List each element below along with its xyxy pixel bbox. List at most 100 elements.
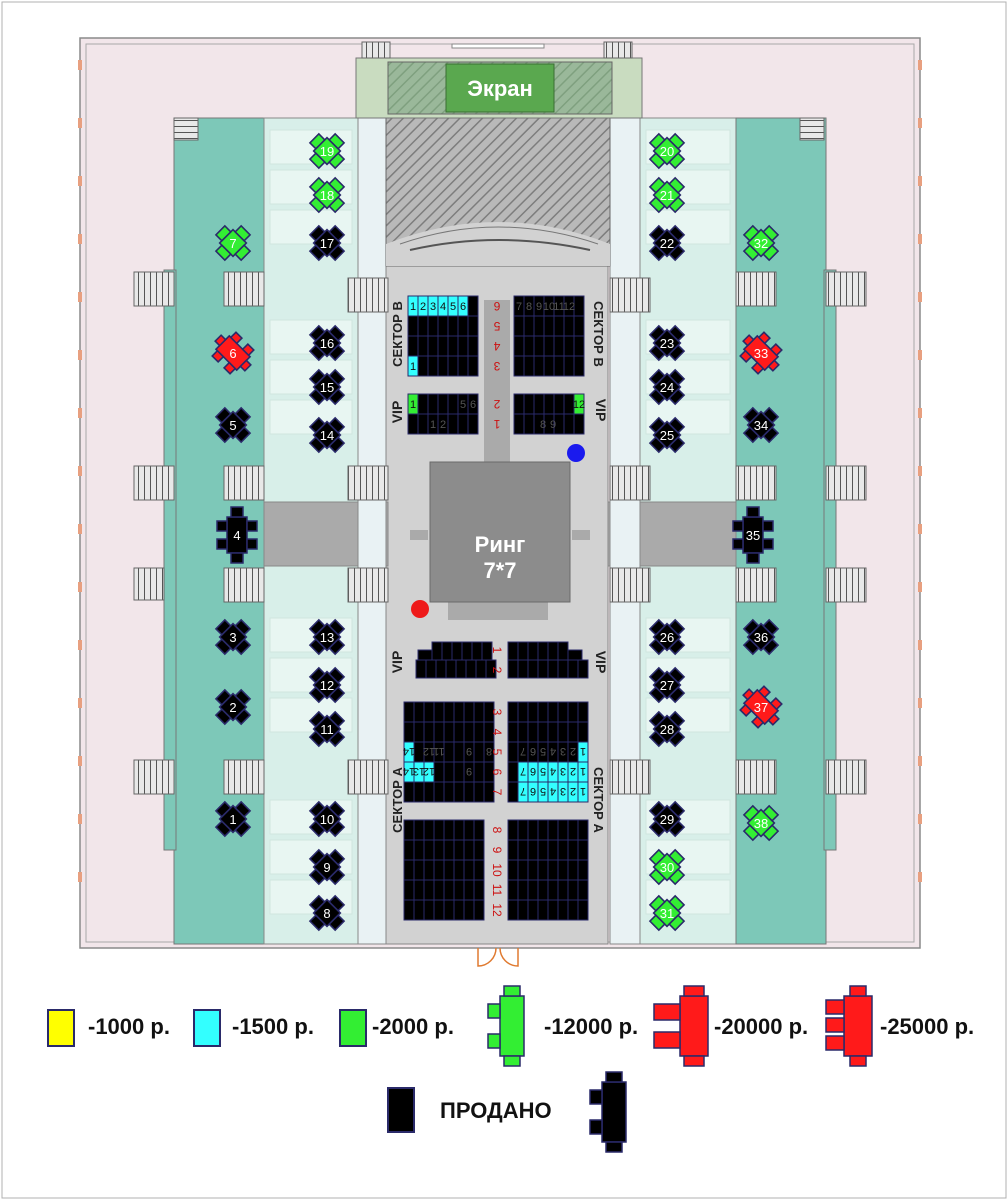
seat <box>527 839 539 861</box>
chair <box>308 196 326 214</box>
wall-mark-left <box>78 466 82 476</box>
chair <box>308 224 326 242</box>
chair <box>328 132 346 150</box>
seat <box>573 355 585 377</box>
table <box>211 331 255 375</box>
chair <box>739 703 753 718</box>
seat <box>577 701 589 723</box>
chair <box>308 710 326 728</box>
seat-number: 2 <box>570 765 576 777</box>
table-number: 9 <box>323 860 330 875</box>
red-corner-marker <box>411 600 429 618</box>
table <box>308 368 346 406</box>
wall-mark-left <box>78 698 82 708</box>
chair <box>222 361 237 375</box>
table <box>308 666 346 704</box>
chair <box>328 618 346 636</box>
seat <box>447 315 459 337</box>
seat <box>453 859 465 881</box>
seat-number: 9 <box>550 419 556 431</box>
stair-flight <box>735 465 777 501</box>
wall-window-marks <box>78 60 922 882</box>
chair <box>308 416 326 434</box>
chair <box>214 426 232 444</box>
sector-a-left-lower-block <box>403 819 485 921</box>
seat <box>573 295 585 317</box>
seat <box>523 413 535 435</box>
corner-stairs-tl <box>173 117 199 141</box>
chair <box>648 388 666 406</box>
seat <box>433 839 445 861</box>
seat <box>473 859 485 881</box>
seat <box>547 659 559 679</box>
chair <box>668 436 686 454</box>
legend-label: -1500 р. <box>232 1014 314 1039</box>
legend-table-top <box>499 995 525 1057</box>
ring-label-line2: 7*7 <box>483 558 516 583</box>
seat <box>527 899 539 921</box>
wall-mark-right <box>918 814 922 824</box>
seat-number: 2 <box>420 301 426 313</box>
sector-b-right-label: СЕКТОР В <box>591 301 606 367</box>
chair <box>214 708 232 726</box>
seat <box>517 721 529 743</box>
seat <box>427 335 439 357</box>
wall-mark-left <box>78 640 82 650</box>
sector-a-right-lower-block <box>507 819 589 921</box>
seat <box>423 859 435 881</box>
legend-label: -12000 р. <box>544 1014 638 1039</box>
row-number: 6 <box>490 769 504 776</box>
table-number: 19 <box>320 144 334 159</box>
price-legend: -1000 р.-1500 р.-2000 р.-12000 р.-20000 … <box>47 985 974 1067</box>
chair <box>668 244 686 262</box>
seat <box>507 641 519 661</box>
seat <box>413 839 425 861</box>
chair <box>648 638 666 656</box>
seat <box>557 701 569 723</box>
seat <box>537 819 549 841</box>
sold-table-swatch <box>589 1071 627 1153</box>
chair <box>762 244 780 262</box>
chair <box>328 152 346 170</box>
sector-a-left-label: СЕКТОР А <box>390 767 405 833</box>
seat <box>431 641 443 661</box>
vip-bottom-left-label: VIP <box>389 651 405 674</box>
seat <box>403 879 415 901</box>
seat-number: 1 <box>580 785 586 797</box>
table-number: 38 <box>754 816 768 831</box>
seat <box>433 879 445 901</box>
chair <box>234 638 252 656</box>
seat-number: 7 <box>516 301 522 313</box>
chair <box>668 176 686 194</box>
top-stairs-left <box>361 41 391 59</box>
seat <box>437 315 449 337</box>
seat <box>451 641 463 661</box>
screen-label: Экран <box>467 76 533 101</box>
seat-number: 3 <box>560 785 566 797</box>
seat <box>413 721 425 743</box>
seat <box>567 819 579 841</box>
seat <box>403 721 415 743</box>
seat <box>517 899 529 921</box>
chair <box>769 696 783 711</box>
legend-chair <box>825 999 845 1015</box>
seat <box>533 355 545 377</box>
seat <box>447 355 459 377</box>
chair <box>762 638 780 656</box>
chair <box>742 618 760 636</box>
seat <box>507 899 519 921</box>
stair-flight <box>133 759 175 795</box>
seat <box>557 721 569 743</box>
seat <box>417 413 429 435</box>
chair <box>328 244 346 262</box>
seat-number: 12 <box>423 745 435 757</box>
chair <box>742 688 755 701</box>
chair <box>214 638 232 656</box>
stair-flight <box>347 567 389 603</box>
seat <box>507 859 519 881</box>
seat <box>527 819 539 841</box>
seat <box>473 879 485 901</box>
chair <box>767 713 780 726</box>
table-number: 23 <box>660 336 674 351</box>
